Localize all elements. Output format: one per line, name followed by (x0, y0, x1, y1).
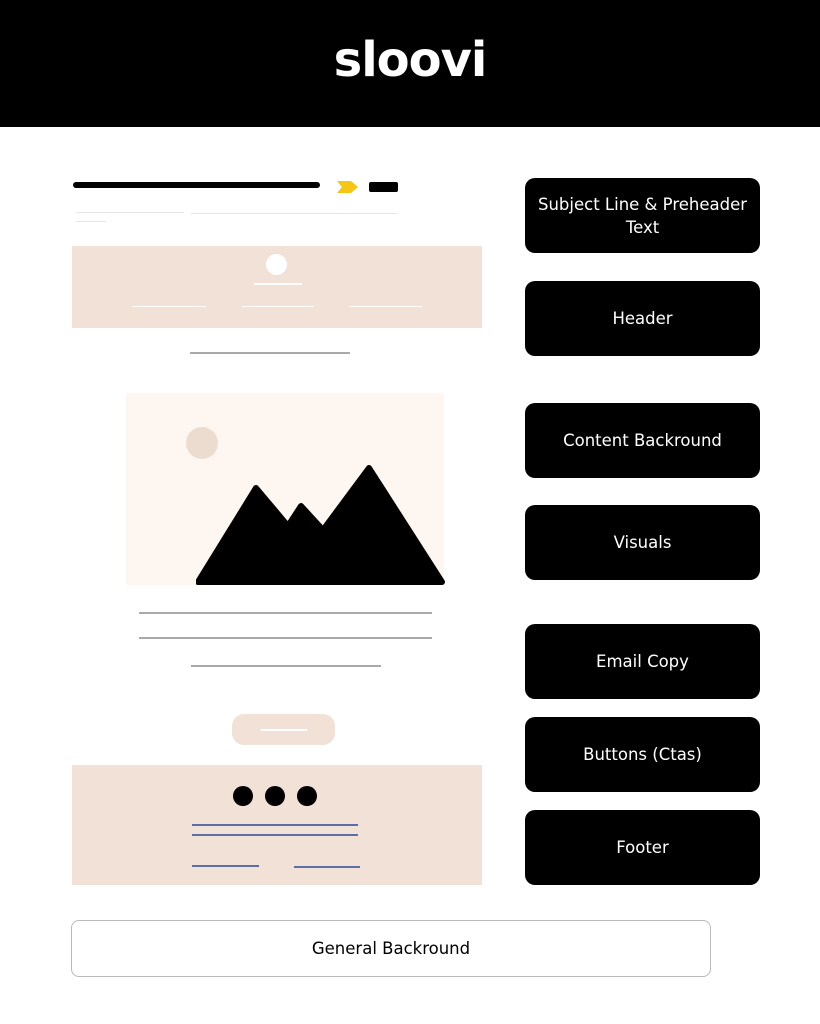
footer-link-line[interactable] (294, 866, 360, 868)
copy-line (139, 612, 432, 614)
label-email-copy: Email Copy (525, 624, 760, 699)
label-general-background: General Backround (71, 920, 711, 977)
footer-text-line (192, 824, 358, 826)
sloovi-logo: sloovi (333, 32, 488, 88)
content-heading-line (190, 352, 350, 354)
label-visuals: Visuals (525, 505, 760, 580)
social-dot-icon[interactable] (265, 786, 285, 806)
social-dot-icon[interactable] (297, 786, 317, 806)
cta-button[interactable] (232, 714, 335, 745)
top-banner: sloovi (0, 0, 820, 127)
preheader-line (76, 212, 184, 213)
footer-link-line[interactable] (192, 865, 259, 867)
arrow-icon (337, 181, 358, 193)
social-dot-icon[interactable] (233, 786, 253, 806)
header-nav-link (349, 306, 422, 307)
subject-line-bar (73, 182, 320, 188)
header-logo-placeholder (266, 254, 287, 275)
subject-line-tag (369, 182, 398, 192)
sun-icon (186, 427, 218, 459)
footer-text-line (192, 834, 358, 836)
preheader-line (76, 221, 106, 222)
label-buttons: Buttons (Ctas) (525, 717, 760, 792)
header-nav-link (242, 306, 314, 307)
footer-block (72, 765, 482, 885)
copy-line (139, 637, 432, 639)
label-content-background: Content Backround (525, 403, 760, 478)
header-nav-link (132, 306, 206, 307)
header-block (72, 246, 482, 328)
preheader-line (191, 213, 397, 214)
label-footer: Footer (525, 810, 760, 885)
copy-line (191, 665, 381, 667)
header-title-line (254, 283, 302, 285)
label-header: Header (525, 281, 760, 356)
cta-button-text-line (261, 729, 307, 731)
label-subject-line: Subject Line & Preheader Text (525, 178, 760, 253)
mountains-icon (196, 465, 445, 585)
